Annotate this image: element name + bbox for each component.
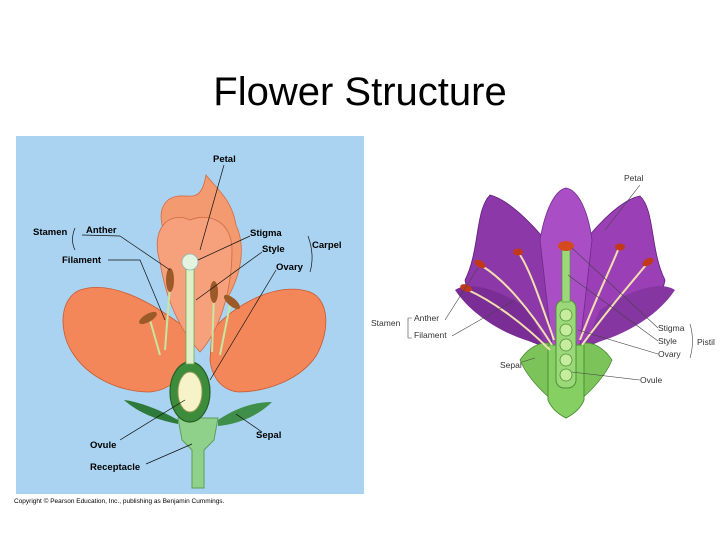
left-label-style: Style — [262, 244, 285, 255]
right-petal-lower-right — [585, 286, 675, 345]
left-anther — [223, 294, 241, 310]
right-anther — [460, 284, 472, 292]
right-label-style: Style — [658, 336, 677, 346]
left-receptacle — [177, 417, 219, 489]
right-filament — [519, 254, 555, 341]
right-ovule — [559, 353, 573, 367]
right-label-filament: Filament — [414, 330, 447, 340]
right-ovule — [559, 368, 573, 382]
right-filament — [579, 249, 619, 341]
left-label-stigma: Stigma — [250, 228, 282, 239]
copyright-notice: Copyright © Pearson Education, Inc., pub… — [14, 498, 225, 505]
left-sepal-right — [218, 402, 272, 426]
left-label-filament: Filament — [62, 255, 102, 266]
left-anther — [166, 268, 174, 292]
right-label-pistil: Pistil — [697, 337, 715, 347]
left-label-ovule: Ovule — [90, 440, 116, 451]
right-label-ovary: Ovary — [658, 349, 681, 359]
right-label-petal: Petal — [624, 173, 643, 183]
right-label-anther: Anther — [414, 313, 439, 323]
right-label-stamen: Stamen — [371, 318, 401, 328]
left-petal-right — [209, 288, 327, 393]
left-label-stamen: Stamen — [33, 227, 68, 238]
right-anther — [642, 257, 654, 267]
left-label-ovary: Ovary — [276, 262, 304, 273]
left-sepal — [124, 400, 178, 424]
right-ovule — [559, 338, 573, 352]
left-filament — [219, 304, 231, 356]
right-anther — [474, 259, 486, 269]
left-anther — [210, 281, 218, 303]
right-stigma — [558, 241, 574, 251]
right-anther — [513, 248, 523, 256]
right-label-ovule: Ovule — [640, 375, 662, 385]
right-filament — [467, 289, 551, 351]
left-filament — [149, 319, 161, 356]
right-sepal — [519, 342, 553, 401]
left-label-carpel: Carpel — [312, 240, 342, 251]
right-label-sepal: Sepal — [500, 360, 522, 370]
left-label-petal: Petal — [213, 154, 236, 165]
left-label-receptacle: Receptacle — [90, 462, 140, 473]
left-filament — [211, 294, 215, 353]
right-ovule — [559, 323, 573, 337]
right-filament — [481, 265, 553, 346]
slide-title: Flower Structure — [213, 70, 507, 114]
right-filament — [581, 264, 647, 346]
right-label-stigma: Stigma — [658, 323, 685, 333]
right-style — [561, 249, 571, 303]
right-anther — [615, 243, 625, 251]
left-anther — [139, 311, 157, 325]
right-ovule — [559, 308, 573, 322]
left-label-anther: Anther — [86, 225, 117, 236]
left-ovule — [177, 371, 203, 413]
left-filament — [164, 284, 171, 351]
right-sepal-right — [579, 342, 613, 401]
left-stigma — [181, 253, 199, 271]
left-label-sepal: Sepal — [256, 430, 281, 441]
right-petal-lower-left — [455, 286, 545, 345]
